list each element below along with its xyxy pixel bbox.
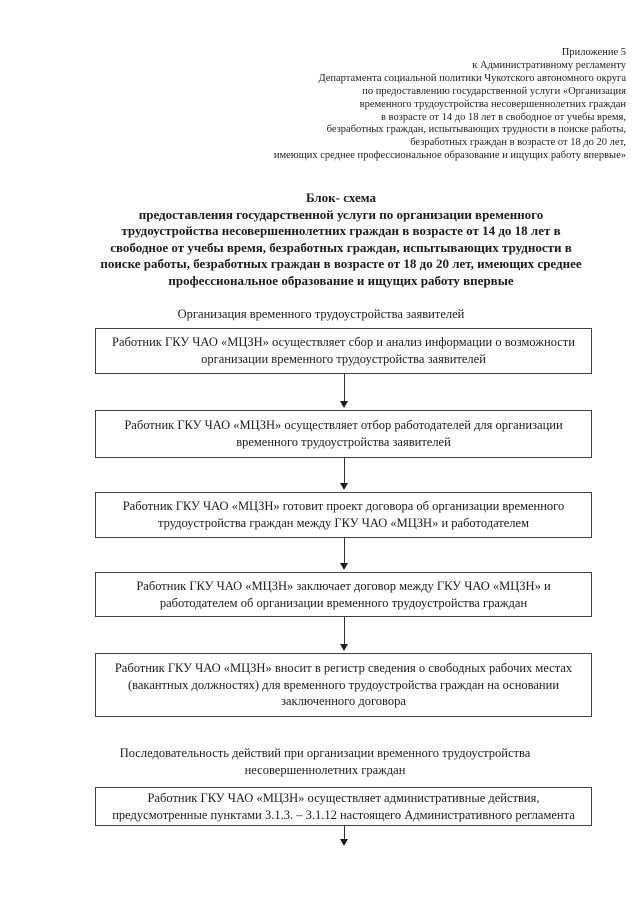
appendix-header-line: в возрасте от 14 до 18 лет в свободное о… <box>380 111 626 123</box>
appendix-header-line: безработных граждан, испытывающих трудно… <box>326 124 626 136</box>
flow-box-line: временного трудоустройства заявителей <box>236 435 451 449</box>
section-label-line: Организация временного трудоустройства з… <box>177 307 465 321</box>
arrowhead-down-icon <box>340 839 348 846</box>
arrowhead-down-icon <box>340 401 348 408</box>
flow-box-collect-info: Работник ГКУ ЧАО «МЦЗН» осуществляет сбо… <box>95 328 592 374</box>
appendix-header-line: имеющих среднее профессиональное образов… <box>273 150 626 162</box>
flow-box-line: предусмотренные пунктами 3.1.3. – 3.1.12… <box>112 807 575 822</box>
flow-box-draft-contract: Работник ГКУ ЧАО «МЦЗН» готовит проект д… <box>95 492 592 538</box>
arrowhead-down-icon <box>340 644 348 651</box>
flow-box-line: (вакантных должностях) для временного тр… <box>127 677 560 692</box>
down-arrow-connector <box>339 617 349 651</box>
flow-box-line: Работник ГКУ ЧАО «МЦЗН» заключает догово… <box>136 578 551 593</box>
arrowhead-down-icon <box>340 563 348 570</box>
arrow-shaft <box>343 374 345 402</box>
flow-box-line: организации временного трудоустройства з… <box>201 352 486 366</box>
flow-box-line: Работник ГКУ ЧАО «МЦЗН» вносит в регистр… <box>114 661 573 676</box>
section-label-sequence: Последовательность действий при организа… <box>10 745 640 778</box>
page-title-line: свободное от учебы время, безработных гр… <box>110 239 572 255</box>
appendix-header-line: Департамента социальной политики Чукотск… <box>318 72 626 84</box>
appendix-header-line: к Административному регламенту <box>472 59 626 71</box>
section-label-organization: Организация временного трудоустройства з… <box>2 306 640 323</box>
arrow-shaft <box>343 538 345 564</box>
appendix-header: Приложение 5 к Административному регламе… <box>274 47 626 163</box>
appendix-header-line: временного трудоустройства несовершеннол… <box>359 98 626 110</box>
appendix-header-line: безработных граждан в возрасте от 18 до … <box>410 137 626 149</box>
appendix-header-line: Приложение 5 <box>561 47 626 58</box>
page-title: Блок- схема предоставления государственн… <box>44 190 638 289</box>
page-title-line: предоставления государственной услуги по… <box>138 206 544 222</box>
arrow-shaft <box>343 826 345 840</box>
appendix-header-line: по предоставлению государственной услуги… <box>362 85 626 97</box>
page-title-line: профессиональное образование и ищущих ра… <box>168 272 514 288</box>
page-title-line: Блок- схема <box>305 190 377 205</box>
down-arrow-connector <box>339 458 349 490</box>
section-label-line: Последовательность действий при организа… <box>119 746 531 760</box>
flow-box-line: трудоустройства граждан между ГКУ ЧАО «М… <box>158 516 529 530</box>
flow-box-line: Работник ГКУ ЧАО «МЦЗН» осуществляет адм… <box>147 790 540 805</box>
arrow-shaft <box>343 458 345 484</box>
page-title-line: поиске работы, безработных граждан в воз… <box>100 256 582 271</box>
flow-box-select-employers: Работник ГКУ ЧАО «МЦЗН» осуществляет отб… <box>95 410 592 458</box>
down-arrow-connector <box>339 826 349 846</box>
flow-box-line: работодателем об организации временного … <box>159 595 528 610</box>
flow-box-line: Работник ГКУ ЧАО «МЦЗН» осуществляет отб… <box>124 418 563 433</box>
flow-box-register-vacancies: Работник ГКУ ЧАО «МЦЗН» вносит в регистр… <box>95 653 592 717</box>
down-arrow-connector <box>339 538 349 570</box>
flow-box-line: заключенного договора <box>281 694 406 709</box>
arrowhead-down-icon <box>340 483 348 490</box>
down-arrow-connector <box>339 374 349 408</box>
flow-box-line: Работник ГКУ ЧАО «МЦЗН» осуществляет сбо… <box>112 335 575 350</box>
section-label-line: несовершеннолетних граждан <box>244 762 406 777</box>
flow-box-line: Работник ГКУ ЧАО «МЦЗН» готовит проект д… <box>122 499 565 514</box>
flow-box-administrative-actions: Работник ГКУ ЧАО «МЦЗН» осуществляет адм… <box>95 787 592 826</box>
flow-box-sign-contract: Работник ГКУ ЧАО «МЦЗН» заключает догово… <box>95 572 592 617</box>
page-title-line: трудоустройства несовершеннолетних гражд… <box>121 223 561 238</box>
arrow-shaft <box>343 617 345 645</box>
